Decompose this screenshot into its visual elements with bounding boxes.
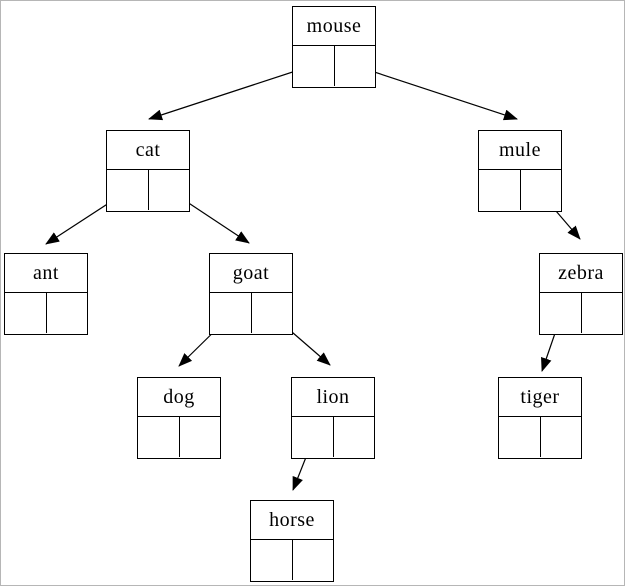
right-pointer-cell [252,293,293,333]
pointer-cells [5,293,87,333]
tree-node-horse: horse [250,500,334,582]
edge-mouse-left-to-cat [148,64,315,121]
left-pointer-cell [210,293,252,333]
right-pointer-cell [541,417,582,457]
pointer-cells [210,293,292,333]
tree-node-goat: goat [209,253,293,335]
right-pointer-cell [521,170,562,210]
pointer-cells [292,417,374,457]
tree-node-lion: lion [291,377,375,459]
right-pointer-cell [180,417,221,457]
tree-node-ant: ant [4,253,88,335]
right-pointer-cell [335,46,376,86]
pointer-cells [540,293,622,333]
right-pointer-cell [47,293,88,333]
left-pointer-cell [499,417,541,457]
right-pointer-cell [149,170,190,210]
tree-node-mule: mule [478,130,562,212]
pointer-cells [293,46,375,86]
pointer-cells [479,170,561,210]
node-label: zebra [540,254,622,293]
tree-node-dog: dog [137,377,221,459]
left-pointer-cell [107,170,149,210]
right-pointer-cell [293,540,334,580]
left-pointer-cell [251,540,293,580]
left-pointer-cell [540,293,582,333]
tree-node-tiger: tiger [498,377,582,459]
pointer-cells [499,417,581,457]
node-label: mouse [293,7,375,46]
right-pointer-cell [334,417,375,457]
pointer-cells [251,540,333,580]
tree-node-cat: cat [106,130,190,212]
node-label: dog [138,378,220,417]
tree-node-mouse: mouse [292,6,376,88]
node-label: ant [5,254,87,293]
left-pointer-cell [293,46,335,86]
node-label: horse [251,501,333,540]
right-pointer-cell [582,293,623,333]
pointer-cells [107,170,189,210]
node-label: mule [479,131,561,170]
tree-node-zebra: zebra [539,253,623,335]
edge-mouse-right-to-mule [352,64,518,121]
node-label: cat [107,131,189,170]
left-pointer-cell [479,170,521,210]
left-pointer-cell [5,293,47,333]
node-label: tiger [499,378,581,417]
node-label: goat [210,254,292,293]
left-pointer-cell [138,417,180,457]
left-pointer-cell [292,417,334,457]
pointer-cells [138,417,220,457]
node-label: lion [292,378,374,417]
